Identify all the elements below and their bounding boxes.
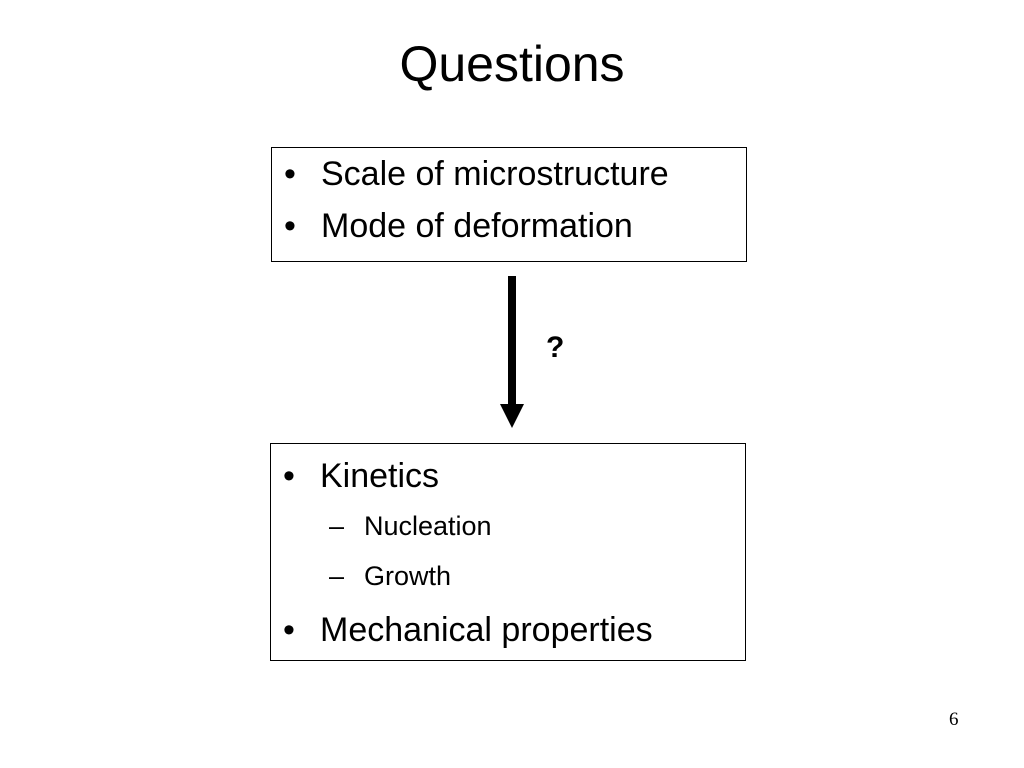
arrow-shaft — [508, 276, 516, 406]
bullet-icon: • — [284, 207, 296, 245]
list-item-text: Scale of microstructure — [321, 155, 669, 193]
list-item-text: Mode of deformation — [321, 207, 633, 245]
arrow-head — [500, 404, 524, 428]
bullet-icon: • — [283, 611, 295, 649]
list-item: • Kinetics — [283, 456, 439, 496]
list-item-text: Mechanical properties — [320, 611, 653, 649]
slide-title: Questions — [399, 36, 625, 92]
list-item-text: Kinetics — [320, 457, 440, 495]
list-item: • Mode of deformation — [284, 206, 633, 246]
question-mark-label: ? — [546, 331, 565, 364]
list-item: • Mechanical properties — [283, 610, 653, 650]
down-arrow-icon — [500, 276, 524, 428]
bullet-icon: • — [284, 155, 296, 193]
sub-list-item-text: Growth — [364, 561, 452, 591]
input-factors-box: • Scale of microstructure • Mode of deform… — [271, 147, 747, 262]
sub-list-item: –Growth — [329, 560, 451, 592]
page-number: 6 — [949, 709, 959, 730]
dash-icon: – — [329, 561, 345, 591]
dash-icon: – — [329, 511, 345, 541]
list-item: • Scale of microstructure — [284, 154, 669, 194]
sub-list-item-text: Nucleation — [364, 511, 492, 541]
bullet-icon: • — [283, 457, 295, 495]
sub-list-item: –Nucleation — [329, 510, 492, 542]
outcomes-box: • Kinetics –Nucleation –Growth • Mechanica… — [270, 443, 746, 661]
